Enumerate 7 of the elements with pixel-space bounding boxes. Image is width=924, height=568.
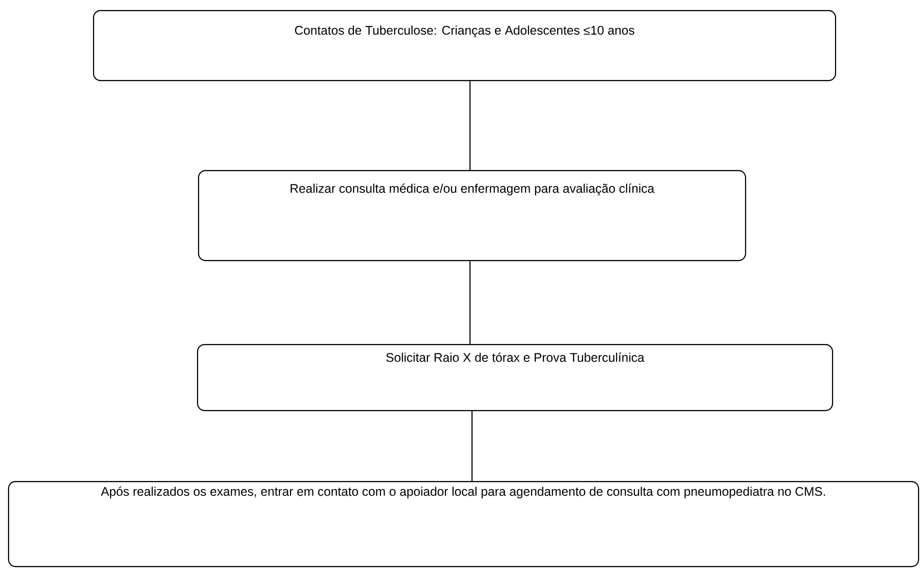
- connector-line: [469, 81, 471, 170]
- connector-line: [471, 411, 473, 481]
- process-box: Após realizados os exames, entrar em contato com o apoiador local para agendamento de consulta com pneumopediatra no CMS.: [8, 481, 920, 568]
- process-box: Realizar consulta médica e/ou enfermagem para avaliação clínica: [198, 170, 746, 262]
- process-box: Contatos de Tuberculose: Crianças e Adolescentes ≤10 anos: [93, 10, 836, 82]
- connector-line: [469, 261, 471, 344]
- process-box: Solicitar Raio X de tórax e Prova Tuberculínica: [197, 344, 834, 412]
